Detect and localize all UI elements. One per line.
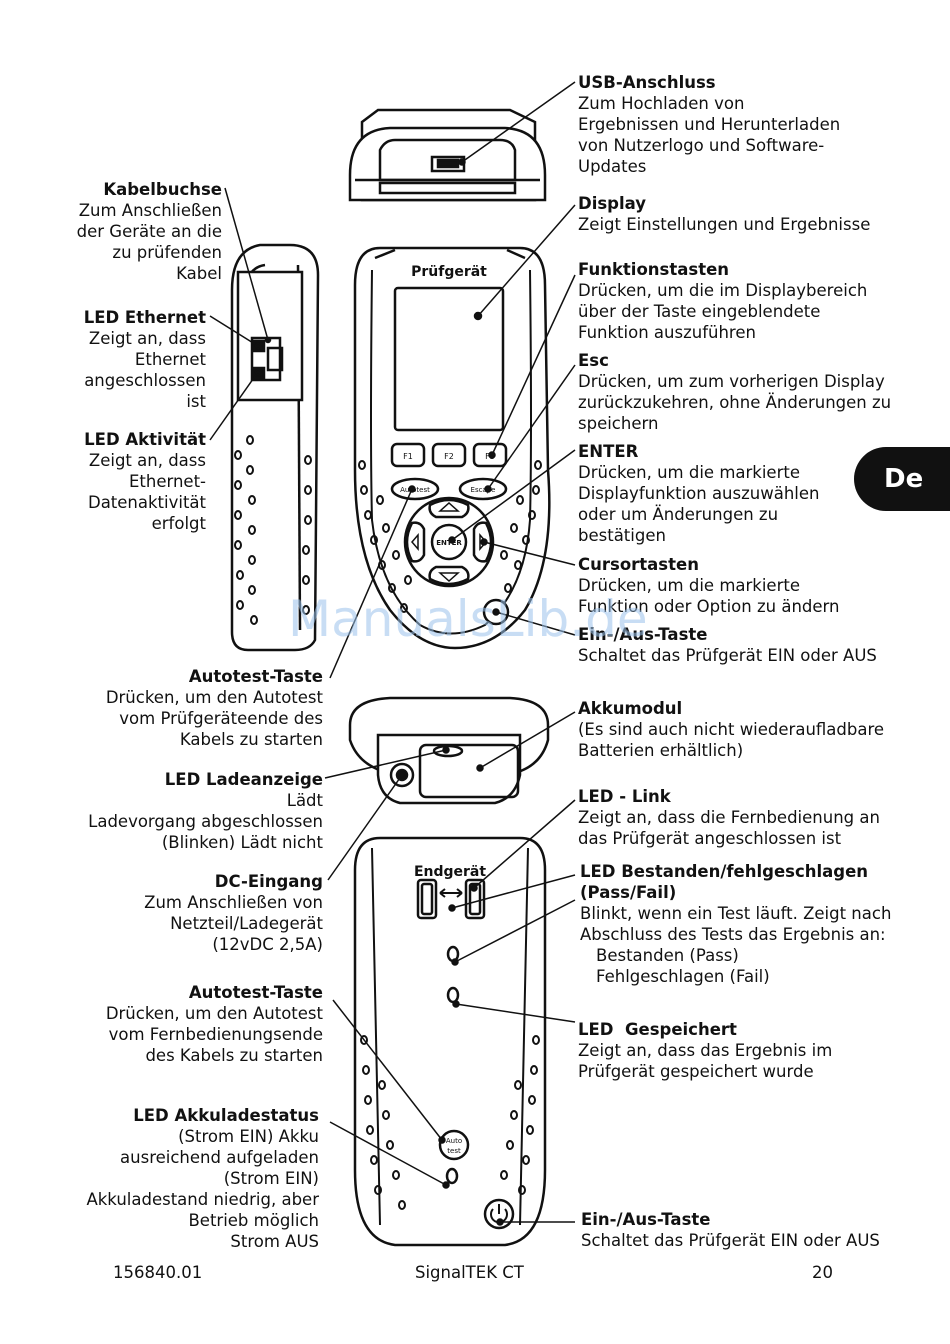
- callout-battery-desc: (Es sind auch nicht wiederaufladbare Bat…: [578, 720, 885, 760]
- callout-dc-input-title: DC-Eingang: [214, 872, 323, 891]
- tester-front-view: [353, 246, 551, 650]
- callout-fkeys: Funktionstasten Drücken, um die im Displ…: [578, 259, 867, 343]
- remote-autotest-label-2: test: [447, 1147, 461, 1155]
- callout-power-tester-desc: Schaltet das Prüfgerät EIN oder AUS: [578, 646, 877, 665]
- callout-autotest-remote-title: Autotest-Taste: [188, 983, 323, 1002]
- callout-esc: Esc Drücken, um zum vorherigen Display z…: [578, 350, 891, 434]
- callout-autotest-tester-desc: Drücken, um den Autotest vom Prüfgerätee…: [105, 688, 323, 749]
- callout-led-activity: LED Aktivität Zeigt an, dass Ethernet- D…: [84, 429, 206, 534]
- remote-front-view: [353, 836, 547, 1247]
- callout-dc-input-desc: Zum Anschließen von Netzteil/Ladegerät (…: [144, 893, 323, 954]
- callout-battery-title: Akkumodul: [578, 699, 683, 718]
- footer-product-name: SignalTEK CT: [415, 1263, 524, 1282]
- remote-label: Endgerät: [414, 864, 486, 880]
- remote-grip-dots: [360, 1035, 540, 1210]
- language-tab: De: [854, 447, 950, 511]
- callout-led-charge-title: LED Ladeanzeige: [164, 770, 323, 789]
- footer-page-number: 20: [812, 1263, 833, 1282]
- callout-cursor: Cursortasten Drücken, um die markierte F…: [578, 554, 839, 617]
- callout-fkeys-title: Funktionstasten: [578, 260, 730, 279]
- callout-led-pass-fail: LED Bestanden/fehlgeschlagen (Pass/Fail)…: [580, 861, 891, 987]
- callout-led-activity-title: LED Aktivität: [84, 430, 206, 449]
- footer-doc-number: 156840.01: [113, 1263, 203, 1282]
- callout-power-remote-desc: Schaltet das Prüfgerät EIN oder AUS: [581, 1231, 880, 1250]
- callout-led-pass-option: Bestanden (Pass): [596, 946, 739, 965]
- callout-led-saved-title: LED Gespeichert: [578, 1020, 737, 1039]
- callout-led-link-title: LED - Link: [578, 787, 671, 806]
- callout-led-link-desc: Zeigt an, dass die Fernbedienung an das …: [578, 808, 880, 848]
- callout-led-link: LED - Link Zeigt an, dass die Fernbedien…: [578, 786, 880, 849]
- watermark: ManualsLib.de: [288, 590, 648, 648]
- callout-cable-socket-desc: Zum Anschließen der Geräte an die zu prü…: [76, 201, 222, 283]
- callout-cable-socket: Kabelbuchse Zum Anschließen der Geräte a…: [77, 179, 222, 284]
- callout-led-battery-status-desc: (Strom EIN) Akku ausreichend aufgeladen …: [86, 1127, 319, 1251]
- callout-display-title: Display: [578, 194, 647, 213]
- callout-autotest-tester-title: Autotest-Taste: [188, 667, 323, 686]
- callout-led-saved: LED Gespeichert Zeigt an, dass das Ergeb…: [578, 1019, 832, 1082]
- callout-power-remote-title: Ein-/Aus-Taste: [581, 1210, 711, 1229]
- key-escape-label: Escape: [471, 486, 496, 494]
- callout-display-desc: Zeigt Einstellungen und Ergebnisse: [578, 215, 871, 234]
- side-grip-dots: [234, 435, 312, 625]
- callout-led-charge: LED Ladeanzeige Lädt Ladevorgang abgesch…: [88, 769, 323, 853]
- callout-led-battery-status: LED Akkuladestatus (Strom EIN) Akku ausr…: [86, 1105, 319, 1252]
- callout-enter-title: ENTER: [578, 442, 639, 461]
- callout-cable-socket-title: Kabelbuchse: [103, 180, 222, 199]
- callout-enter: ENTER Drücken, um die markierte Displayf…: [578, 441, 820, 546]
- remote-autotest-label-1: Auto: [446, 1137, 462, 1145]
- key-f1-label: F1: [403, 452, 413, 461]
- callout-led-battery-status-title: LED Akkuladestatus: [133, 1106, 319, 1125]
- key-enter-label: ENTER: [436, 539, 462, 547]
- tester-bottom-view: [348, 696, 550, 805]
- callout-fkeys-desc: Drücken, um die im Displaybereich über d…: [578, 281, 868, 342]
- callout-cursor-title: Cursortasten: [578, 555, 699, 574]
- callout-power-tester-title: Ein-/Aus-Taste: [578, 625, 708, 644]
- callout-enter-desc: Drücken, um die markierte Displayfunktio…: [578, 463, 820, 545]
- leader-lines: [209, 81, 576, 1226]
- callout-esc-title: Esc: [578, 351, 609, 370]
- callout-led-saved-desc: Zeigt an, dass das Ergebnis im Prüfgerät…: [578, 1041, 833, 1081]
- key-f2-label: F2: [444, 452, 454, 461]
- callout-usb-desc: Zum Hochladen von Ergebnissen und Herunt…: [578, 94, 841, 176]
- tester-top-view: [348, 108, 547, 202]
- callout-battery: Akkumodul (Es sind auch nicht wiederaufl…: [578, 698, 884, 761]
- callout-led-ethernet-desc: Zeigt an, dass Ethernet angeschlossen is…: [84, 329, 206, 411]
- callout-led-fail-option: Fehlgeschlagen (Fail): [596, 967, 770, 986]
- tester-side-view: [230, 243, 320, 652]
- callout-power-remote: Ein-/Aus-Taste Schaltet das Prüfgerät EI…: [581, 1209, 880, 1251]
- callout-usb: USB-Anschluss Zum Hochladen von Ergebnis…: [578, 72, 840, 177]
- tester-label: Prüfgerät: [411, 264, 487, 280]
- callout-cursor-desc: Drücken, um die markierte Funktion oder …: [578, 576, 840, 616]
- callout-led-pass-fail-title: LED Bestanden/fehlgeschlagen (Pass/Fail): [580, 862, 869, 902]
- callout-led-ethernet-title: LED Ethernet: [83, 308, 206, 327]
- callout-usb-title: USB-Anschluss: [578, 73, 716, 92]
- callout-led-ethernet: LED Ethernet Zeigt an, dass Ethernet ang…: [84, 307, 206, 412]
- callout-autotest-remote: Autotest-Taste Drücken, um den Autotest …: [106, 982, 323, 1066]
- callout-display: Display Zeigt Einstellungen und Ergebnis…: [578, 193, 870, 235]
- callout-dc-input: DC-Eingang Zum Anschließen von Netzteil/…: [144, 871, 323, 955]
- callout-led-pass-fail-desc: Blinkt, wenn ein Test läuft. Zeigt nach …: [580, 904, 892, 944]
- callout-autotest-tester: Autotest-Taste Drücken, um den Autotest …: [106, 666, 323, 750]
- callout-power-tester: Ein-/Aus-Taste Schaltet das Prüfgerät EI…: [578, 624, 877, 666]
- callout-led-activity-desc: Zeigt an, dass Ethernet- Datenaktivität …: [87, 451, 206, 533]
- callout-led-charge-desc: Lädt Ladevorgang abgeschlossen (Blinken)…: [88, 791, 323, 852]
- callout-esc-desc: Drücken, um zum vorherigen Display zurüc…: [578, 372, 892, 433]
- callout-autotest-remote-desc: Drücken, um den Autotest vom Fernbedienu…: [105, 1004, 323, 1065]
